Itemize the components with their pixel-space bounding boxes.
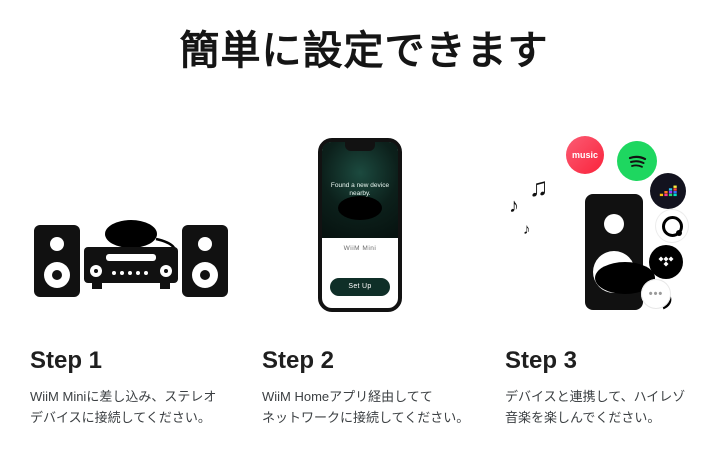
- qobuz-ring: [661, 215, 683, 237]
- qobuz-dot: [675, 229, 682, 236]
- step-1-heading: Step 1: [30, 347, 103, 374]
- app-device-image: [338, 196, 382, 220]
- qobuz-icon: [655, 209, 689, 243]
- music-note-icon: ♪: [523, 221, 531, 238]
- more-services-icon: •••: [641, 279, 671, 309]
- phone-illustration: Found a new device nearby. WiiM Mini Set…: [318, 138, 402, 312]
- speaker-music-illustration: ♫ ♪ ♪: [509, 172, 672, 310]
- app-dark-background: [322, 142, 398, 238]
- tidal-icon: [649, 245, 683, 279]
- app-device-name: WiiM Mini: [343, 245, 377, 252]
- step-1-description: WiiM Miniに差し込み、ステレオ デバイスに接続してください。: [30, 389, 217, 426]
- apple-music-label: music: [571, 150, 598, 160]
- stereo-system-illustration: [34, 220, 228, 297]
- wiim-mini-puck: [105, 220, 157, 248]
- wiim-mini-puck: [595, 262, 655, 294]
- app-message: Found a new device nearby.: [330, 182, 390, 197]
- section-title: 簡単に設定できます: [179, 29, 549, 73]
- step-2-heading: Step 2: [262, 347, 335, 374]
- music-note-icon: ♫: [529, 172, 549, 202]
- apple-music-icon: music: [566, 136, 604, 174]
- deezer-icon: [650, 173, 686, 209]
- step-3-heading: Step 3: [505, 347, 578, 374]
- spotify-icon: [617, 141, 657, 181]
- setup-button: Set Up: [330, 278, 390, 296]
- phone-notch: [345, 142, 375, 151]
- phone-screen: Found a new device nearby. WiiM Mini Set…: [322, 142, 398, 308]
- music-note-icon: ♪: [509, 195, 519, 217]
- step-3-description: デバイスと連携して、ハイレゾ 音楽を楽しんでください。: [505, 389, 686, 426]
- more-dots: •••: [648, 288, 664, 300]
- receiver: [84, 247, 178, 283]
- step-2-description: WiiM Homeアプリ経由してて ネットワークに接続してください。: [262, 389, 470, 426]
